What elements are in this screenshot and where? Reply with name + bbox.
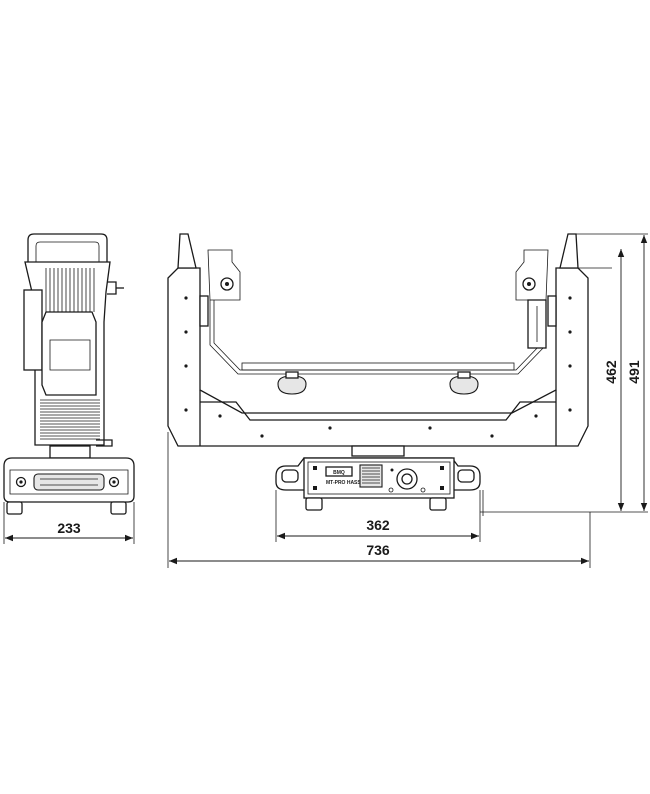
screw (184, 296, 188, 300)
tilt-pivot-right (522, 277, 536, 291)
screw (568, 296, 572, 300)
brand-logo-text: BMQ (333, 470, 345, 476)
side-base-knob-right (108, 476, 120, 488)
yoke-tip-left (177, 233, 197, 269)
screw (184, 408, 188, 412)
side-base-knob-left (15, 476, 27, 488)
base-handle-left (281, 469, 299, 483)
tilt-lock (547, 295, 557, 327)
front-view: BMQ MT-PRO HASSS M (167, 233, 589, 516)
yoke-tip-right (559, 233, 579, 269)
dimension-736-label: 736 (366, 542, 390, 558)
side-foot-right (110, 501, 127, 515)
screw (534, 414, 538, 418)
dimension-233: 233 (3, 502, 135, 544)
clamp-stem-left (285, 371, 299, 379)
head-bracket-right (515, 249, 549, 301)
yoke-crossbar-inner (200, 401, 556, 421)
dimension-362-label: 362 (366, 517, 390, 533)
side-cable-clip (96, 439, 113, 447)
dimension-462: 462 (603, 249, 625, 511)
clamp-knob-right (449, 375, 479, 395)
brand-logo (325, 466, 353, 477)
pan-lock (199, 295, 209, 327)
dimension-233-label: 233 (57, 520, 81, 536)
base-handle-right (457, 469, 475, 483)
side-connector (107, 281, 117, 295)
tilt-pivot-left (220, 277, 234, 291)
screw (428, 426, 432, 430)
status-led (390, 468, 394, 472)
screw (328, 426, 332, 430)
side-lens-block (41, 311, 97, 396)
side-handle (27, 233, 108, 268)
side-rear-box (23, 289, 43, 371)
yoke-outer (167, 267, 589, 447)
side-neck (49, 445, 91, 459)
encoder-knob (396, 468, 418, 490)
screw (184, 364, 188, 368)
screw (568, 364, 572, 368)
screw (218, 414, 222, 418)
side-foot-left (6, 501, 23, 515)
side-ribs (45, 268, 95, 312)
clamp-stem-right (457, 371, 471, 379)
side-lower-ribs (40, 399, 100, 440)
screw (184, 330, 188, 334)
clamp-knob-left (277, 375, 307, 395)
screw (568, 330, 572, 334)
side-base-display (33, 473, 105, 491)
dimension-736: 736 (169, 542, 589, 565)
dimension-462-label: 462 (603, 360, 619, 384)
head-plate (241, 362, 515, 371)
head-bracket-left (207, 249, 241, 301)
screw (260, 434, 264, 438)
model-text: MT-PRO HASSS M (326, 480, 370, 486)
screw (568, 408, 572, 412)
dimension-362: 362 (275, 490, 481, 542)
base-foot-right (429, 497, 447, 511)
yoke-screws (184, 296, 572, 438)
pan-bearing (351, 445, 405, 457)
dimension-491-label: 491 (626, 360, 642, 384)
side-view (3, 233, 135, 515)
lcd-display (359, 464, 383, 488)
base-foot-left (305, 497, 323, 511)
dimension-extension-lines (167, 233, 648, 568)
screw (490, 434, 494, 438)
dimension-491: 491 (626, 235, 648, 511)
